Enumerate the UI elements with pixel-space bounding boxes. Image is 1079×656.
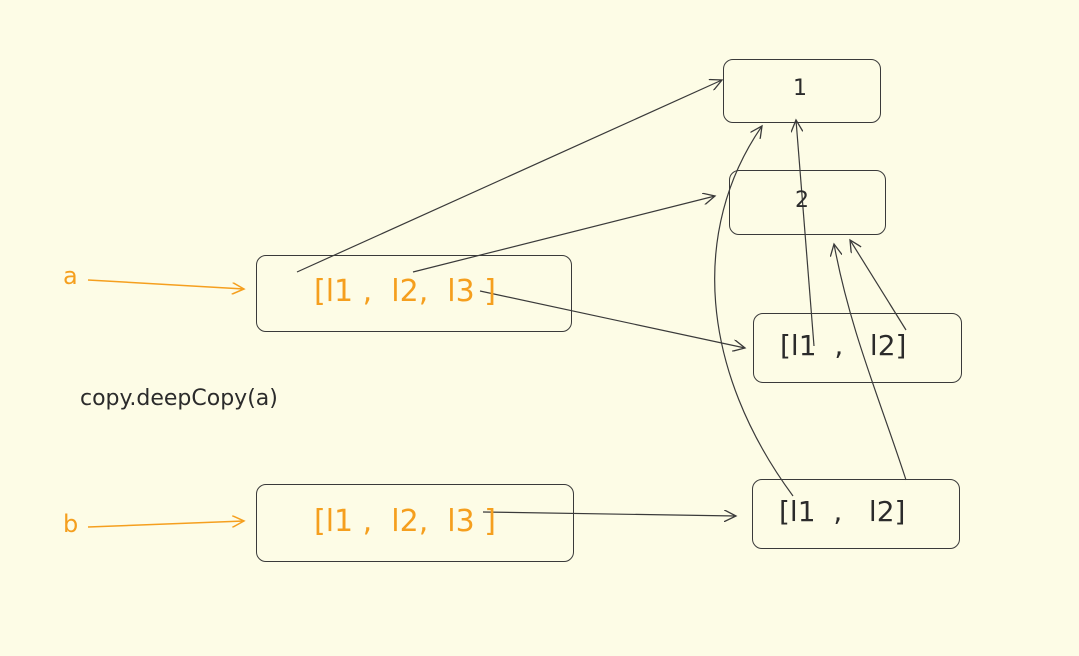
list-a-text: [l1 , l2, l3 ] (314, 274, 496, 309)
inner-list-2-text: [l1 , l2] (779, 495, 906, 528)
inner-list-1-text: [l1 , l2] (780, 329, 907, 362)
variable-a-label: a (63, 262, 78, 290)
arrow-inner2-l1-to-1 (714, 126, 794, 497)
arrow-b-l3-to-inner2 (482, 512, 736, 516)
inner-list-1-box (753, 313, 962, 383)
code-deepcopy: copy.deepCopy(a) (80, 386, 278, 411)
int-node-1-box (723, 59, 881, 123)
arrow-a-l1-to-1 (296, 80, 722, 273)
int-node-1-label: 1 (793, 76, 807, 101)
arrow-a-to-list (87, 279, 244, 289)
arrow-inner1-l1-to-1 (796, 120, 815, 347)
variable-b-label: b (63, 510, 79, 538)
int-node-2-label: 2 (795, 188, 809, 213)
arrow-inner1-l2-to-2 (850, 240, 907, 331)
inner-list-2-box (752, 479, 960, 549)
int-node-2-box (729, 170, 886, 235)
arrow-inner2-l2-to-2 (834, 244, 907, 481)
arrow-b-to-list (87, 521, 244, 528)
list-a-box (256, 255, 572, 332)
arrow-a-l2-to-2 (412, 196, 715, 273)
arrow-a-l3-to-inner1 (479, 290, 745, 348)
list-b-text: [l1 , l2, l3 ] (314, 504, 496, 539)
list-b-box (256, 484, 574, 562)
